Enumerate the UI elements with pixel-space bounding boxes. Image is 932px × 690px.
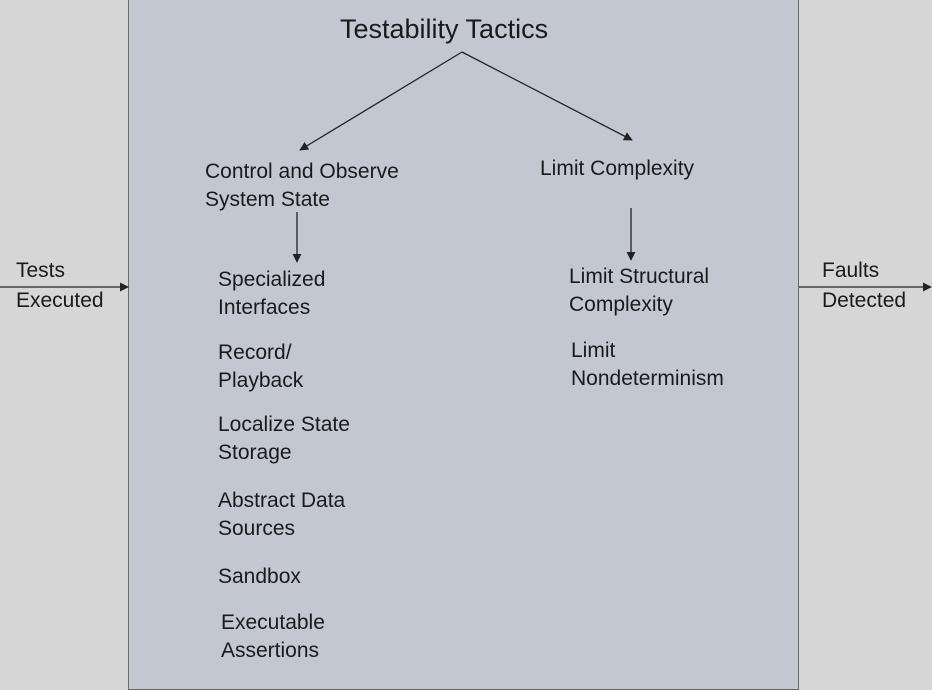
tactic-item: Limit Structural Complexity — [569, 263, 709, 319]
tactic-line: Nondeterminism — [571, 367, 724, 390]
input-label: Tests Executed — [16, 257, 104, 315]
tactics-box — [128, 0, 799, 690]
input-label-line: Tests — [16, 259, 66, 282]
heading-line: Control and Observe — [205, 160, 399, 183]
tactic-line: Sources — [218, 517, 296, 540]
tactic-item: Record/ Playback — [218, 339, 303, 395]
output-label: Faults Detected — [822, 257, 906, 315]
input-label-line: Executed — [16, 289, 104, 312]
left-branch-heading: Control and Observe System State — [205, 158, 399, 214]
tactic-line: Complexity — [569, 293, 673, 316]
right-branch-heading: Limit Complexity — [540, 155, 694, 183]
output-label-line: Faults — [822, 259, 880, 282]
tactic-line: Limit Structural — [569, 265, 710, 288]
tactic-item: Executable Assertions — [221, 609, 325, 665]
tactic-line: Abstract Data — [218, 489, 346, 512]
tactic-line: Interfaces — [218, 296, 311, 319]
tactic-line: Storage — [218, 441, 292, 464]
tactic-line: Record/ — [218, 341, 292, 364]
heading-line: Limit Complexity — [540, 157, 695, 180]
arrow-title-to-right — [461, 51, 633, 141]
tactic-item: Sandbox — [218, 563, 301, 591]
tactic-line: Localize State — [218, 413, 350, 436]
diagram-title: Testability Tactics — [340, 14, 549, 44]
output-label-line: Detected — [822, 289, 907, 312]
tactic-line: Executable — [221, 611, 325, 634]
tactic-line: Limit — [571, 339, 616, 362]
tactic-line: Playback — [218, 369, 304, 392]
tactic-item: Localize State Storage — [218, 411, 350, 467]
arrow-title-to-left — [299, 51, 463, 151]
tactic-line: Sandbox — [218, 565, 301, 588]
tactic-item: Specialized Interfaces — [218, 266, 325, 322]
heading-line: System State — [205, 188, 330, 211]
tactic-item: Abstract Data Sources — [218, 487, 345, 543]
tactic-line: Specialized — [218, 268, 326, 291]
tactic-line: Assertions — [221, 639, 320, 662]
tactic-item: Limit Nondeterminism — [571, 337, 724, 393]
